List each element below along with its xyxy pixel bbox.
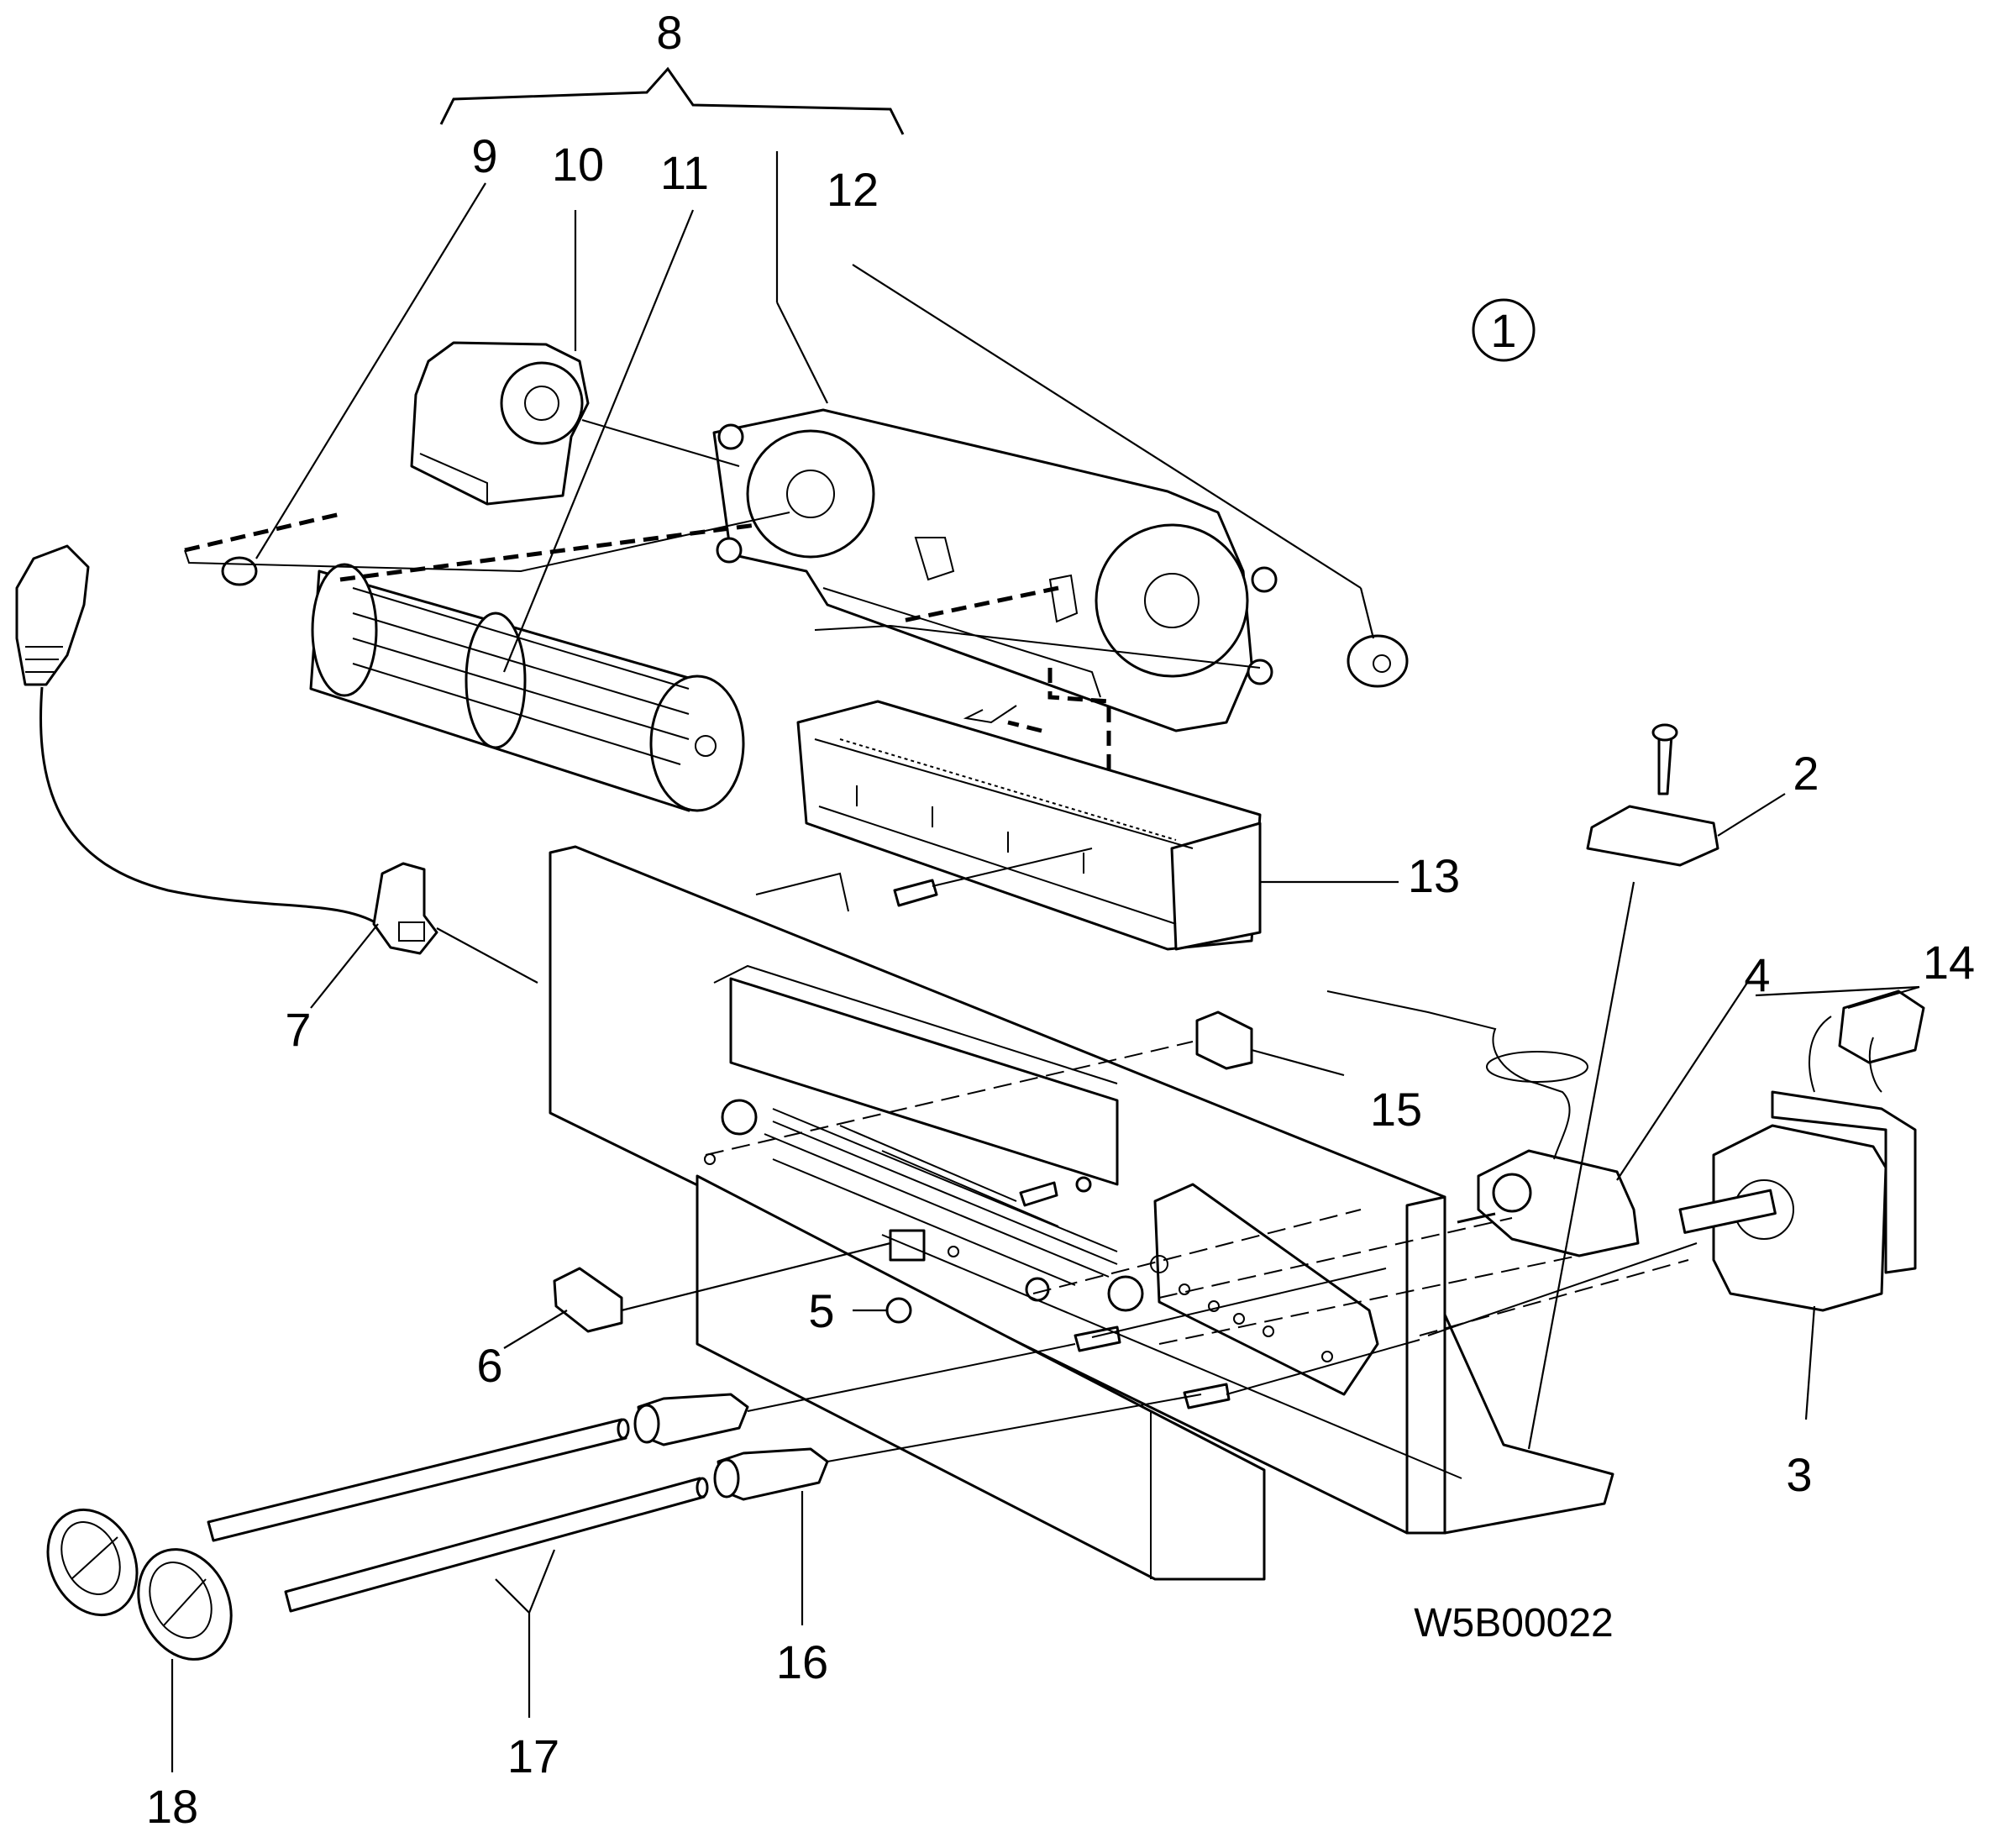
- callout-11: 11: [660, 146, 709, 199]
- callout-13: 13: [1408, 849, 1460, 902]
- fan-housing: [712, 408, 1278, 732]
- heating-element-13: [796, 700, 1262, 951]
- callout-6: 6: [476, 1339, 502, 1392]
- callout-14: 14: [1923, 936, 1975, 989]
- shaft-17-a: [207, 1418, 630, 1542]
- capacitor-14: [1809, 989, 1925, 1093]
- crossflow-fan-11: [309, 563, 745, 812]
- callout-10: 10: [552, 138, 604, 191]
- view-marker: 1: [1472, 298, 1536, 362]
- coupling-16-a: [633, 1393, 749, 1446]
- indicator-6: [553, 1267, 623, 1333]
- callout-15: 15: [1370, 1083, 1422, 1136]
- callout-9: 9: [471, 129, 497, 182]
- callout-7: 7: [285, 1003, 311, 1056]
- drawing-code: W5B00022: [1414, 1601, 1614, 1646]
- fan-motor-10: [410, 341, 740, 506]
- callout-17: 17: [507, 1730, 559, 1782]
- lamp-holder-15: [1195, 1010, 1253, 1070]
- thermostat-4: [1326, 990, 1640, 1257]
- callout-12: 12: [827, 163, 879, 216]
- knob-18-a: [46, 1508, 139, 1617]
- leader-lines: [171, 151, 1920, 1772]
- terminal-block-2: [1586, 723, 1719, 867]
- housing-panel: [549, 845, 1614, 1581]
- group-bracket-8: [439, 66, 905, 135]
- bushing-9: [221, 556, 258, 586]
- callout-5: 5: [808, 1284, 834, 1337]
- shaft-17-b: [284, 1477, 709, 1613]
- bushing-12: [1347, 634, 1409, 688]
- callout-2: 2: [1793, 747, 1819, 800]
- callout-4: 4: [1744, 948, 1770, 1001]
- callout-18: 18: [146, 1780, 198, 1832]
- grommet-5: [885, 1297, 912, 1324]
- callout-3: 3: [1786, 1448, 1812, 1501]
- mains-plug: [15, 544, 379, 926]
- callout-16: 16: [776, 1635, 828, 1688]
- knob-18-b: [137, 1548, 233, 1661]
- coupling-16-b: [713, 1447, 829, 1501]
- switch-3: [1678, 1090, 1917, 1312]
- cord-clamp-7: [372, 862, 438, 955]
- callout-8: 8: [656, 6, 682, 59]
- screw-13: [893, 848, 1093, 907]
- screws: [1019, 1176, 1231, 1409]
- view-marker-text: 1: [1490, 304, 1516, 357]
